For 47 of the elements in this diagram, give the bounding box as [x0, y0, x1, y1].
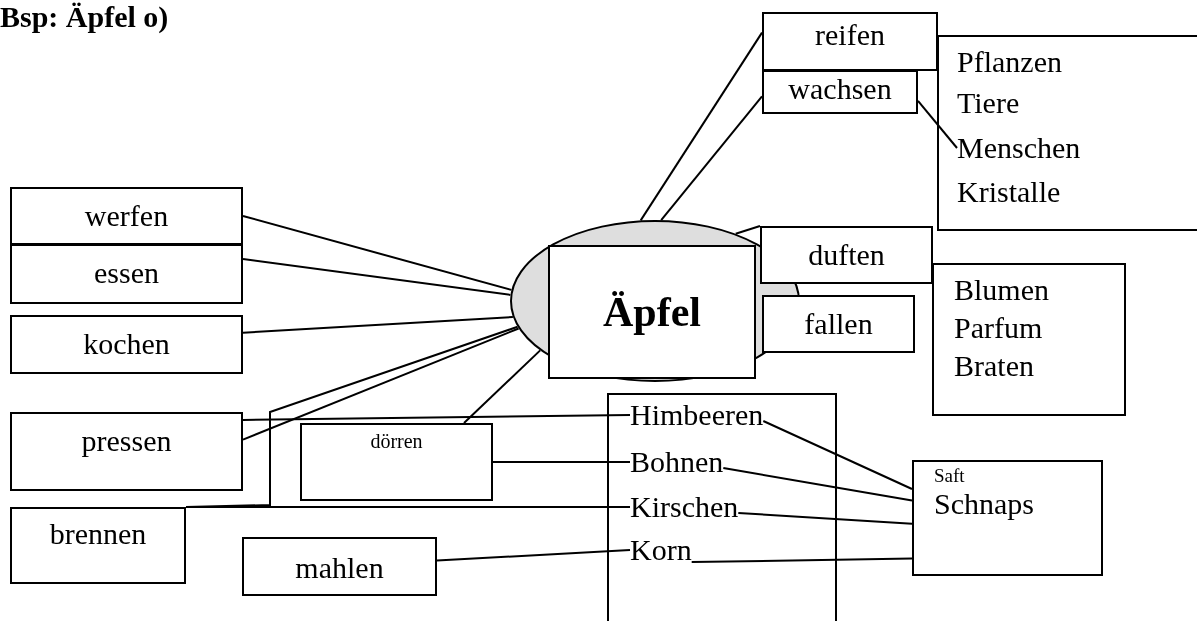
list-box [937, 35, 1197, 231]
list-item: Blumen [954, 272, 1049, 308]
word-box: wachsen [762, 70, 918, 114]
word-box: mahlen [242, 537, 437, 596]
word-box: fallen [762, 295, 915, 353]
connector-line [436, 549, 631, 562]
main-topic: Äpfel [548, 245, 756, 379]
word-box: werfen [10, 187, 243, 245]
title: Bsp: Äpfel o) [0, 0, 169, 34]
box-text: Schnaps [934, 486, 1034, 520]
small-note: Saft [934, 466, 965, 487]
connector-line [639, 31, 763, 222]
list-box [607, 393, 837, 621]
connector-line [242, 414, 631, 421]
word-box: reifen [762, 12, 938, 71]
list-box [932, 263, 1126, 416]
connector-line [690, 557, 913, 563]
list-item: Braten [954, 348, 1034, 384]
connector-line [242, 316, 514, 334]
connector-line [722, 467, 913, 502]
connector-line [917, 99, 958, 149]
list-item: Parfum [954, 310, 1043, 346]
product-box [912, 460, 1103, 576]
connector-line [660, 95, 763, 222]
word-box: dörren [300, 423, 493, 501]
connector-line [492, 461, 631, 463]
word-box: kochen [10, 315, 243, 374]
connector-line [762, 420, 913, 490]
list-item: Bohnen [630, 447, 724, 477]
list-item: Himbeeren [630, 400, 764, 430]
word-box: brennen [10, 507, 186, 584]
list-item: Menschen [957, 133, 1081, 163]
list-item: Pflanzen [957, 47, 1062, 77]
connector-line [737, 512, 913, 525]
list-item: Tiere [957, 88, 1020, 118]
word-box: essen [10, 244, 243, 304]
word-box: duften [760, 226, 933, 284]
connector-line [242, 258, 512, 296]
list-item: Kristalle [957, 177, 1061, 207]
word-box: pressen [10, 412, 243, 491]
list-item: Korn [630, 535, 692, 565]
connector-line [242, 327, 520, 441]
connector-line [242, 215, 513, 291]
connector-line [463, 349, 542, 424]
connector-line [185, 506, 631, 508]
list-item: Kirschen [630, 492, 739, 522]
connector-line [734, 225, 761, 235]
